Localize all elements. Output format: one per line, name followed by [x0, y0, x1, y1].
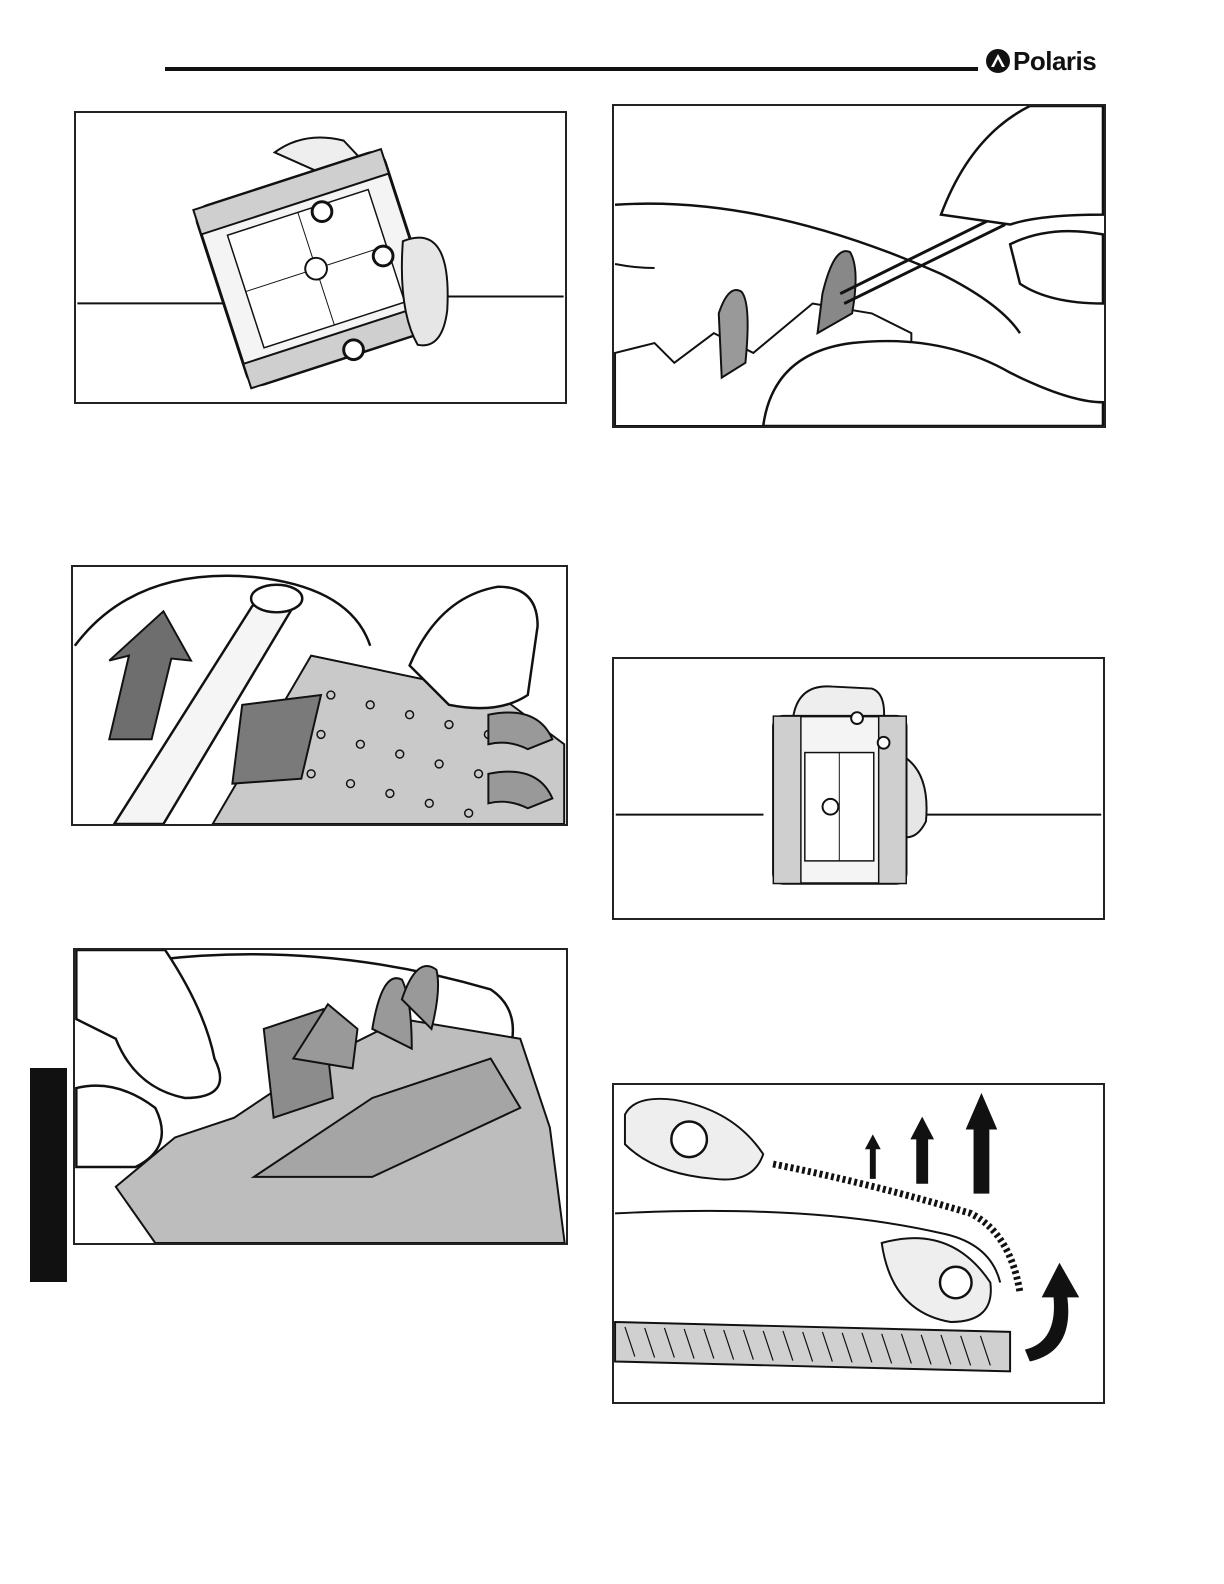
pool-cleaner-tilted-illustration — [76, 113, 565, 402]
brush-tabs-pinching-illustration — [75, 950, 566, 1243]
brand-logo: Polaris — [985, 46, 1096, 76]
section-side-tab — [30, 1068, 67, 1282]
roller-brush-arrow-illustration — [73, 567, 566, 824]
pool-cleaner-upright-illustration — [614, 659, 1103, 918]
brand-name: Polaris — [1013, 46, 1096, 77]
figure-cleaner-upright — [612, 657, 1105, 920]
figure-roller-brush — [71, 565, 568, 826]
figure-cleaner-tilted — [74, 111, 567, 404]
track-removal-arrows-illustration — [614, 1085, 1103, 1402]
polaris-logo-icon — [985, 48, 1011, 74]
header-rule — [165, 67, 978, 71]
scissors-cutting-tab-illustration — [614, 106, 1104, 426]
figure-scissors-cut — [612, 104, 1106, 428]
figure-brush-tabs — [73, 948, 568, 1245]
figure-track-removal — [612, 1083, 1105, 1404]
